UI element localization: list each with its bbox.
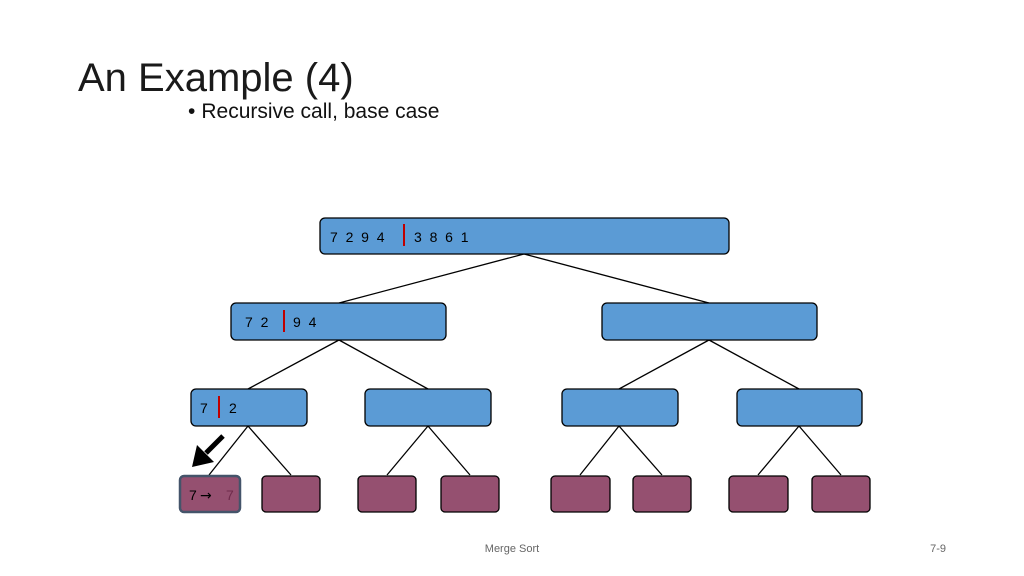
tree-leaf xyxy=(440,475,500,513)
leaf-input-value: 7 xyxy=(189,487,197,503)
tree-node-level2-4 xyxy=(736,388,863,427)
tree-leaf-active: 7 → 7 xyxy=(178,474,242,514)
tree-leaf xyxy=(261,475,321,513)
node-left-values: 7 2 xyxy=(245,314,269,330)
tree-node-level1-left: 7 2 9 4 xyxy=(230,302,447,341)
pointer-arrow-icon xyxy=(192,434,225,467)
node-left-values: 7 xyxy=(200,400,208,416)
tree-node-level2-1: 7 2 xyxy=(190,388,308,427)
node-left-values: 7 2 9 4 xyxy=(330,229,385,245)
page-title: An Example (4) xyxy=(78,56,354,100)
tree-node-level2-3 xyxy=(561,388,679,427)
bullet-point: •Recursive call, base case xyxy=(188,100,439,124)
bullet-text: Recursive call, base case xyxy=(201,100,440,123)
tree-leaf xyxy=(728,475,789,513)
tree-node-level2-2 xyxy=(364,388,492,427)
footer-title: Merge Sort xyxy=(484,543,540,555)
tree-leaf xyxy=(811,475,871,513)
tree-node-level1-right xyxy=(601,302,818,341)
tree-edges xyxy=(208,253,842,476)
page-number: 7-9 xyxy=(930,543,946,555)
tree-leaves xyxy=(261,475,871,513)
leaf-arrow-icon: → xyxy=(200,488,212,504)
tree-leaf xyxy=(550,475,611,513)
leaf-output-value: 7 xyxy=(226,487,234,503)
node-right-values: 3 8 6 1 xyxy=(414,229,469,245)
node-right-values: 2 xyxy=(229,400,237,416)
tree-leaf xyxy=(632,475,692,513)
tree-node-root: 7 2 9 4 3 8 6 1 xyxy=(319,217,730,255)
tree-leaf xyxy=(357,475,417,513)
node-right-values: 9 4 xyxy=(293,314,317,330)
bullet-dot-icon: • xyxy=(188,100,196,123)
